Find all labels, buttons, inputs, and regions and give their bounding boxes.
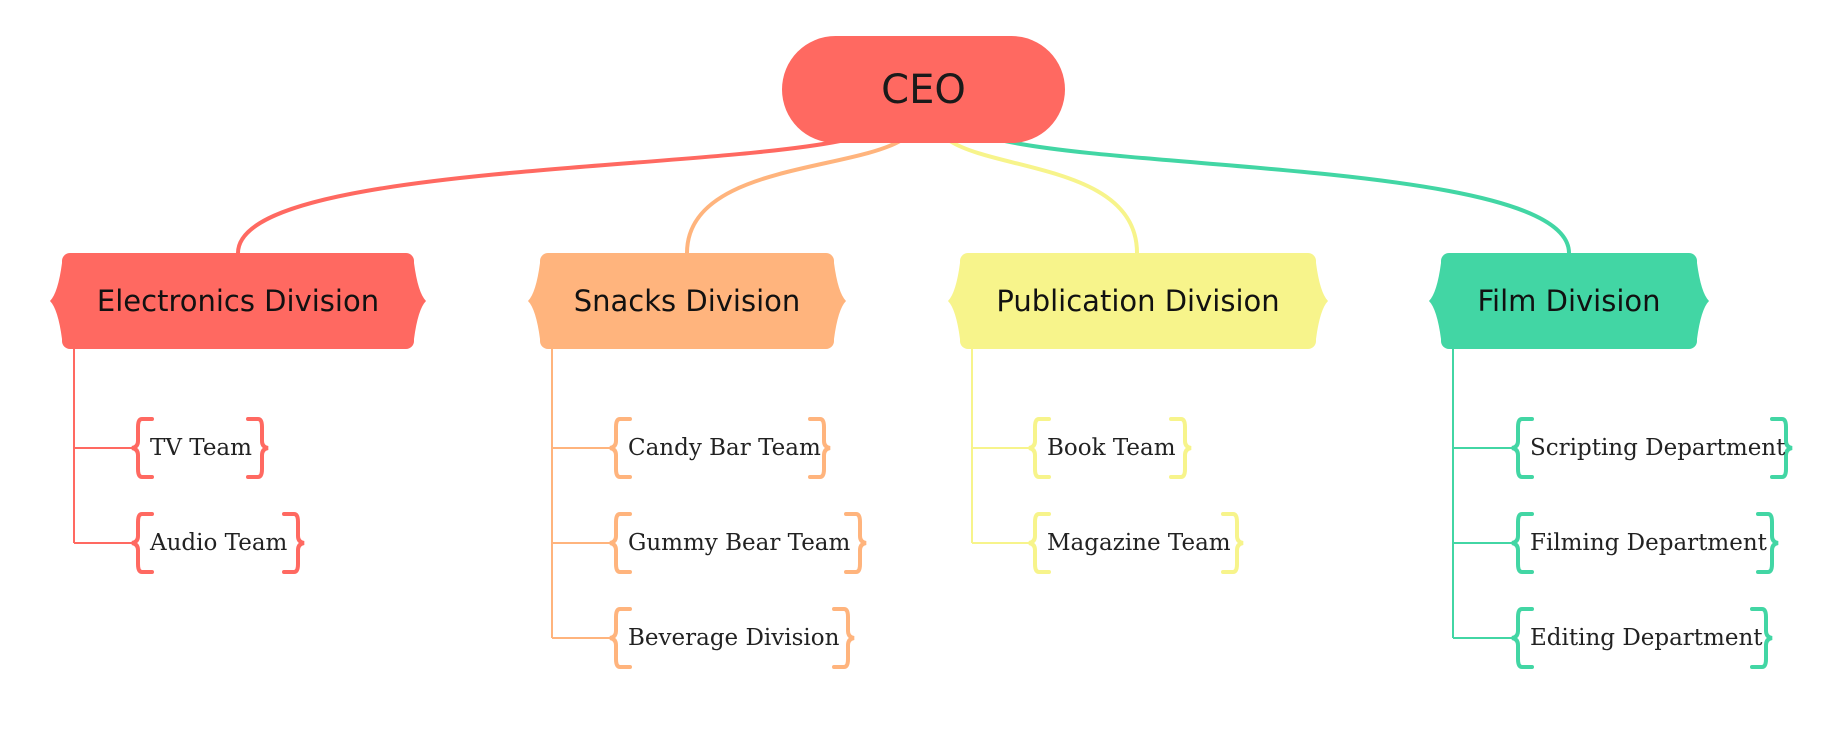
division-brace-left <box>1429 263 1441 339</box>
division-brace-right <box>1697 263 1709 339</box>
team-label: Magazine Team <box>1047 530 1231 556</box>
ceo-node[interactable]: CEO <box>782 36 1065 143</box>
team-brace-left <box>1028 417 1051 479</box>
team-node[interactable]: Filming Department <box>1514 512 1776 574</box>
ceo-label: CEO <box>881 66 966 113</box>
team-brace-left <box>1511 607 1534 669</box>
team-node[interactable]: Candy Bar Team <box>612 417 828 479</box>
team-label: TV Team <box>150 435 252 461</box>
connector-ceo-to-division <box>1004 139 1571 254</box>
team-node[interactable]: Audio Team <box>134 512 302 574</box>
division-node-snacks[interactable]: Snacks Division <box>540 253 834 349</box>
division-node-electronics[interactable]: Electronics Division <box>62 253 414 349</box>
team-brace-left <box>1511 512 1534 574</box>
team-brace-right <box>1169 417 1192 479</box>
team-node[interactable]: Magazine Team <box>1031 512 1241 574</box>
team-brace-left <box>609 417 632 479</box>
team-node[interactable]: Editing Department <box>1514 607 1770 669</box>
division-label: Publication Division <box>996 284 1280 318</box>
team-brace-right <box>832 607 855 669</box>
division-node-publication[interactable]: Publication Division <box>960 253 1316 349</box>
team-label: Filming Department <box>1530 530 1767 556</box>
team-brace-left <box>1511 417 1534 479</box>
team-label: Editing Department <box>1530 625 1763 651</box>
division-brace-right <box>414 263 426 339</box>
team-label: Candy Bar Team <box>628 435 821 461</box>
team-brace-right <box>246 417 269 479</box>
division-label: Snacks Division <box>573 284 801 318</box>
team-label: Beverage Division <box>628 625 840 651</box>
team-brace-right <box>1750 607 1773 669</box>
team-brace-right <box>282 512 305 574</box>
division-brace-left <box>948 263 960 339</box>
team-brace-left <box>609 607 632 669</box>
division-brace-left <box>528 263 540 339</box>
team-label: Book Team <box>1047 435 1176 461</box>
division-node-film[interactable]: Film Division <box>1441 253 1697 349</box>
division-label: Electronics Division <box>96 284 380 318</box>
division-brace-left <box>50 263 62 339</box>
team-node[interactable]: Scripting Department <box>1514 417 1790 479</box>
team-label: Audio Team <box>150 530 288 556</box>
team-label: Scripting Department <box>1530 435 1786 461</box>
division-label: Film Division <box>1477 284 1661 318</box>
team-brace-left <box>131 417 154 479</box>
team-node[interactable]: Book Team <box>1031 417 1189 479</box>
team-node[interactable]: TV Team <box>134 417 266 479</box>
division-brace-right <box>834 263 846 339</box>
connector-ceo-to-division <box>948 139 1139 254</box>
team-brace-right <box>1221 512 1244 574</box>
team-brace-right <box>808 417 831 479</box>
team-node[interactable]: Beverage Division <box>612 607 852 669</box>
team-brace-right <box>1756 512 1779 574</box>
connector-ceo-to-division <box>685 139 901 254</box>
team-label: Gummy Bear Team <box>628 530 851 556</box>
team-node[interactable]: Gummy Bear Team <box>612 512 864 574</box>
team-brace-left <box>609 512 632 574</box>
division-brace-right <box>1316 263 1328 339</box>
connector-ceo-to-division <box>236 139 841 254</box>
team-brace-left <box>131 512 154 574</box>
team-brace-left <box>1028 512 1051 574</box>
team-brace-right <box>844 512 867 574</box>
team-brace-right <box>1770 417 1793 479</box>
